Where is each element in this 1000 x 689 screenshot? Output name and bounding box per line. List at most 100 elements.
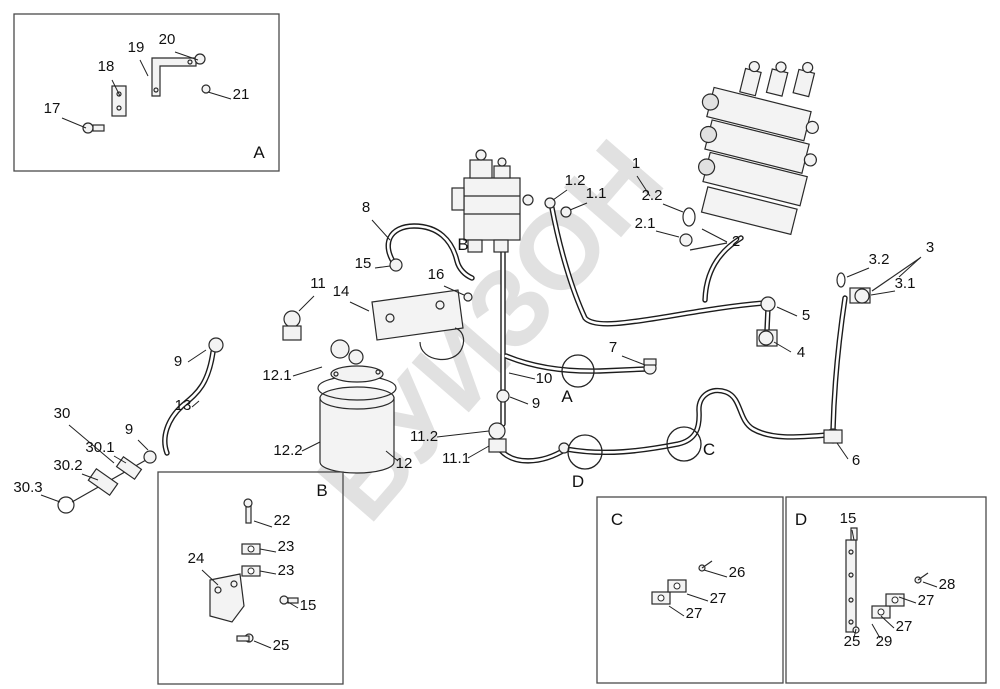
leader-line [298, 295, 315, 312]
leader-line [509, 396, 529, 405]
callout-15: 15 [355, 255, 372, 272]
callout-1: 1 [632, 155, 640, 172]
inset-d-border [785, 496, 987, 684]
valve-center [451, 149, 534, 253]
leader-line [301, 441, 321, 452]
section-letter-C: C [703, 440, 715, 459]
leader-line [880, 615, 895, 629]
inset-c [596, 496, 784, 684]
fitting-1-2 [544, 197, 556, 209]
callout-22: 22 [274, 512, 291, 529]
leader-line [187, 349, 207, 363]
callout-16: 16 [428, 266, 445, 283]
bracket-14 [371, 289, 473, 361]
callout-3.1: 3.1 [895, 275, 916, 292]
leader-line [436, 430, 490, 438]
callout-2: 2 [732, 233, 740, 250]
callout-23: 23 [278, 538, 295, 555]
callout-30: 30 [54, 405, 71, 422]
bolt-22 [245, 504, 252, 524]
leader-line [773, 341, 792, 353]
inset-c-label: C [611, 510, 623, 529]
oring-3-2 [836, 272, 846, 288]
fitting-1-1 [560, 206, 572, 218]
leader-line [443, 285, 465, 296]
ref-circle-c [666, 426, 702, 462]
callout-1.1: 1.1 [586, 185, 607, 202]
inset-d-label: D [795, 510, 807, 529]
callout-25: 25 [844, 633, 861, 650]
oring-2-2 [682, 207, 696, 227]
elbow-11-2 [488, 422, 506, 440]
leader-line [385, 450, 399, 462]
callout-12: 12 [396, 455, 413, 472]
callout-11.1: 11.1 [442, 450, 470, 467]
leader-line [621, 355, 646, 366]
callout-2.1: 2.1 [635, 215, 656, 232]
callout-9: 9 [174, 353, 182, 370]
callout-27: 27 [686, 605, 703, 622]
leader-line [137, 439, 149, 451]
leader-line [662, 203, 684, 213]
inset-a [13, 13, 280, 172]
leader-line [853, 628, 857, 639]
callout-13: 13 [175, 397, 192, 414]
fitting-9-left [208, 337, 224, 353]
leader-line [701, 228, 728, 243]
callout-1.2: 1.2 [565, 172, 586, 189]
leader-line [191, 400, 200, 408]
callout-25: 25 [273, 637, 290, 654]
leader-line [569, 202, 588, 211]
callout-12.2: 12.2 [273, 442, 302, 459]
callout-20: 20 [159, 31, 176, 48]
callout-18: 18 [98, 58, 115, 75]
suction-chain-30 [57, 450, 157, 514]
leader-line [111, 79, 121, 97]
leader-line [68, 424, 115, 464]
ring-30-3 [57, 496, 75, 514]
fitting-2-1 [679, 233, 693, 247]
elbow-11 [283, 310, 301, 328]
ref-circle-d [567, 434, 603, 470]
bolt-15-b [279, 595, 289, 605]
filter-assembly [317, 339, 397, 474]
leader-line [61, 117, 87, 129]
callout-2.2: 2.2 [642, 187, 663, 204]
leader-line [776, 306, 798, 317]
ref-circle-a [561, 354, 595, 388]
callout-11.2: 11.2 [410, 428, 438, 445]
callout-23: 23 [278, 562, 295, 579]
leader-line [922, 581, 938, 588]
leader-line [898, 256, 922, 278]
fitting-15 [389, 258, 403, 272]
callout-19: 19 [128, 39, 145, 56]
reference-circles [561, 354, 702, 470]
callout-3.2: 3.2 [869, 251, 890, 268]
leader-line [253, 640, 272, 649]
fitting-30-2 [87, 467, 119, 497]
leader-line [871, 623, 881, 639]
bolt-16 [463, 292, 473, 302]
leader-lines [40, 51, 938, 649]
leader-line [207, 91, 232, 100]
callout-11: 11 [310, 275, 326, 292]
bolt-17 [82, 122, 94, 134]
fitting-9-chain [143, 450, 157, 464]
bolt-21 [201, 84, 211, 94]
leader-line [846, 267, 870, 278]
leader-line [836, 442, 849, 460]
inset-a-label: A [253, 143, 265, 162]
leader-line [40, 494, 61, 503]
bracket-lines [689, 242, 921, 292]
fitting-9-mid [496, 389, 510, 403]
leader-line [870, 290, 896, 296]
callout-15: 15 [300, 597, 317, 614]
leader-line [292, 366, 323, 377]
callout-12.1: 12.1 [262, 367, 291, 384]
leader-line [898, 596, 917, 604]
callout-30.3: 30.3 [13, 479, 42, 496]
